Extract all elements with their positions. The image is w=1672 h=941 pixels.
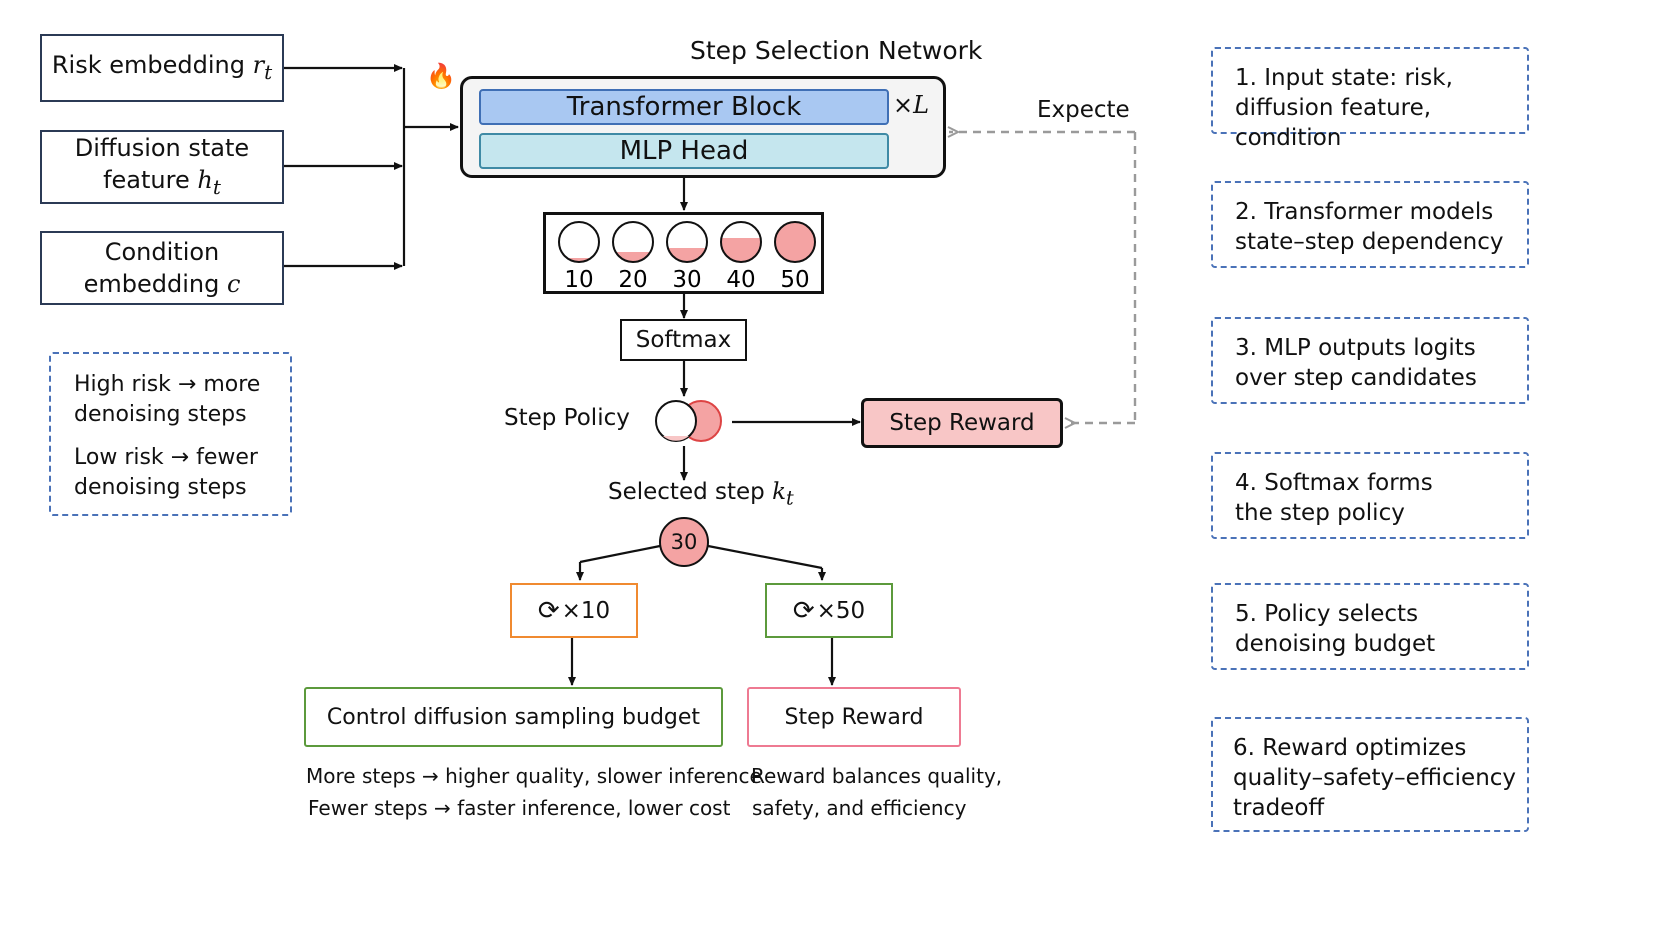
- risk-note: High risk → more denoising steps Low ris…: [49, 352, 292, 516]
- input-arrows: [284, 64, 459, 270]
- candidate-30: 30: [666, 221, 708, 291]
- candidate-fill-20: [613, 252, 653, 262]
- control-budget-box: Control diffusion sampling budget: [304, 687, 723, 747]
- candidate-fill-10: [559, 258, 599, 262]
- step-note-3: 3. MLP outputs logits over step candidat…: [1211, 317, 1529, 404]
- step-note-4: 4. Softmax forms the step policy: [1211, 452, 1529, 539]
- risk-note-high: High risk → more denoising steps: [74, 372, 261, 427]
- expected-label: Expecte: [1037, 97, 1130, 123]
- step-reward-output-box: Step Reward: [747, 687, 961, 747]
- candidate-40: 40: [720, 221, 762, 291]
- diffusion-state-symbol: ht: [197, 165, 221, 199]
- step-note-6: 6. Reward optimizes quality–safety–effic…: [1211, 717, 1529, 832]
- candidate-label-10: 10: [564, 267, 593, 291]
- candidate-label-20: 20: [618, 267, 647, 291]
- control-caption-1: More steps → higher quality, slower infe…: [306, 764, 762, 788]
- fire-icon: 🔥: [426, 62, 456, 90]
- step-reward-box: Step Reward: [861, 398, 1063, 448]
- selected-step-value: 30: [670, 530, 698, 554]
- step-policy-label: Step Policy: [504, 405, 630, 431]
- candidate-circles: 10 20 30 40 50: [558, 221, 816, 291]
- candidate-fill-40: [721, 238, 761, 262]
- step-note-2: 2. Transformer models state–step depende…: [1211, 181, 1529, 268]
- risk-embedding-box: Risk embedding rt: [40, 34, 284, 102]
- branch-50: ⟳×50: [765, 583, 893, 638]
- risk-note-low: Low risk → fewer denoising steps: [74, 445, 258, 500]
- diffusion-state-label: Diffusion state: [74, 133, 250, 162]
- softmax-box: Softmax: [620, 319, 747, 361]
- mlp-head: MLP Head: [479, 133, 889, 169]
- candidate-fill-50: [775, 222, 815, 262]
- refresh-icon: ⟳: [537, 595, 560, 626]
- step-candidates: 10 20 30 40 50: [543, 212, 824, 294]
- step-policy-icon: [655, 400, 722, 442]
- reward-caption-2: safety, and efficiency: [752, 796, 967, 820]
- condition-label2: embedding: [83, 270, 220, 298]
- branch-10: ⟳×10: [510, 583, 638, 638]
- step-note-5: 5. Policy selects denoising budget: [1211, 583, 1529, 670]
- candidate-label-50: 50: [780, 267, 809, 291]
- reward-caption-1: Reward balances quality,: [751, 764, 1003, 788]
- selected-step-label: Selected step kt: [608, 479, 794, 510]
- risk-embedding-symbol: rt: [252, 50, 273, 84]
- candidate-10: 10: [558, 221, 600, 291]
- step-selection-network: Transformer Block ×L MLP Head: [460, 76, 946, 178]
- flow-arrows: [568, 178, 861, 686]
- candidate-50: 50: [774, 221, 816, 291]
- expected-feedback-path: [949, 132, 1137, 423]
- refresh-icon: ⟳: [792, 595, 815, 626]
- network-title: Step Selection Network: [690, 36, 983, 65]
- repeat-label: ×L: [893, 91, 930, 119]
- condition-label: Condition: [104, 238, 220, 266]
- step-note-1: 1. Input state: risk, diffusion feature,…: [1211, 47, 1529, 151]
- risk-embedding-label: Risk embedding: [51, 50, 245, 79]
- candidate-label-40: 40: [726, 267, 755, 291]
- diffusion-state-label2: feature: [103, 165, 190, 194]
- candidate-20: 20: [612, 221, 654, 291]
- transformer-block: Transformer Block: [479, 89, 889, 125]
- candidate-label-30: 30: [672, 267, 701, 291]
- selected-step-node: [659, 517, 709, 567]
- condition-symbol: c: [226, 270, 241, 298]
- condition-embedding-box: Condition embedding c: [40, 231, 284, 305]
- control-caption-2: Fewer steps → faster inference, lower co…: [308, 796, 731, 820]
- diffusion-state-box: Diffusion state feature ht: [40, 130, 284, 204]
